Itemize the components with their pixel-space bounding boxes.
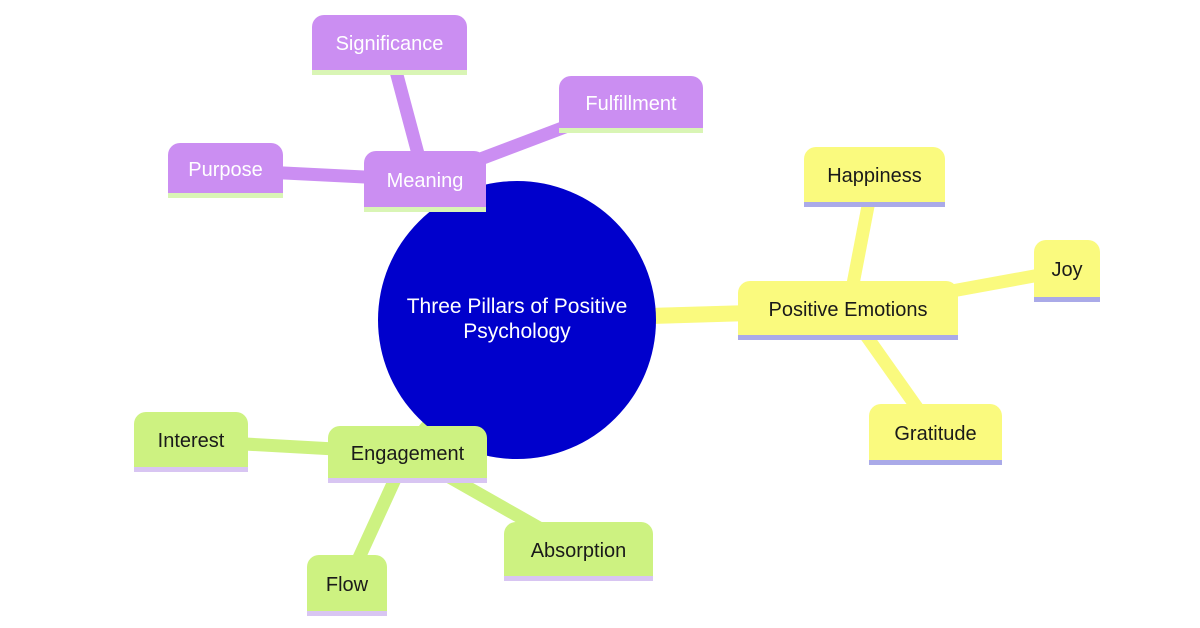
node-flow[interactable]: Flow	[307, 555, 387, 616]
node-meaning[interactable]: Meaning	[364, 151, 486, 212]
root-node[interactable]: Three Pillars of Positive Psychology	[378, 181, 656, 459]
node-flow-label: Flow	[325, 573, 369, 596]
node-purpose-label: Purpose	[188, 158, 263, 181]
node-gratitude-label: Gratitude	[894, 422, 977, 445]
node-significance-label: Significance	[335, 33, 444, 55]
node-interest[interactable]: Interest	[134, 412, 248, 472]
node-engagement[interactable]: Engagement	[328, 426, 487, 483]
node-gratitude[interactable]: Gratitude	[869, 404, 1002, 465]
node-positive-emotions-label: Positive Emotions	[768, 298, 928, 321]
node-fulfillment-label: Fulfillment	[585, 92, 677, 115]
root-node-label: Three Pillars of Positive Psychology	[406, 295, 628, 343]
node-significance[interactable]: Significance	[312, 15, 467, 75]
node-joy-label: Joy	[1051, 259, 1083, 281]
node-happiness-label: Happiness	[827, 165, 922, 187]
node-positive-emotions[interactable]: Positive Emotions	[738, 281, 958, 340]
node-absorption-label: Absorption	[530, 539, 627, 562]
node-interest-label: Interest	[157, 430, 225, 452]
node-meaning-label: Meaning	[386, 169, 464, 192]
node-engagement-label: Engagement	[350, 442, 465, 465]
node-absorption[interactable]: Absorption	[504, 522, 653, 581]
node-joy[interactable]: Joy	[1034, 240, 1100, 302]
node-happiness[interactable]: Happiness	[804, 147, 945, 207]
node-purpose[interactable]: Purpose	[168, 143, 283, 198]
node-fulfillment[interactable]: Fulfillment	[559, 76, 703, 133]
